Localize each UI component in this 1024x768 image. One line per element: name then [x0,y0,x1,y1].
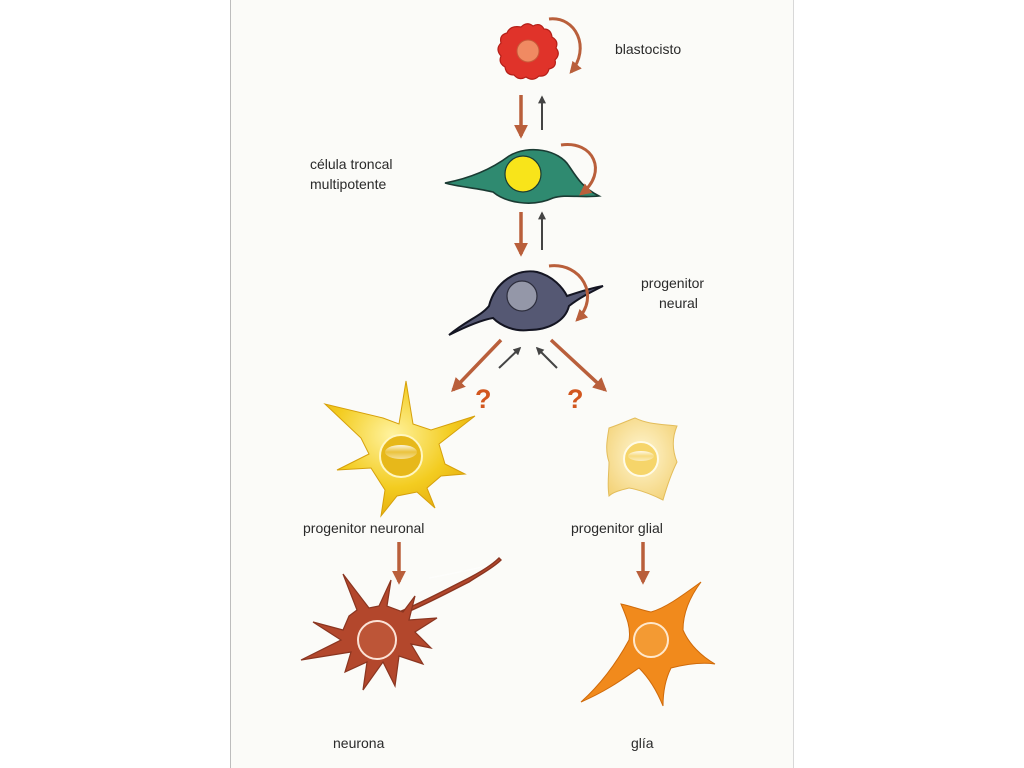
label-multipotent-line2: multipotente [310,176,387,192]
blastocyst-cell [497,23,559,80]
neuron-nucleus [357,620,397,660]
label-glia: glía [631,735,654,751]
question-mark-right: ? [567,384,584,414]
question-mark-left: ? [475,384,492,414]
arrow-to-glial [549,338,608,392]
arrow-feedback-left [498,346,522,369]
diagram-panel: blastocisto célula troncal multipotente … [230,0,794,768]
cell-lineage-diagram [300,17,716,707]
neuron-axon-highlight [428,565,488,579]
label-neural-progenitor-line1: progenitor [641,275,705,291]
arrow-to-neuronal [451,338,503,393]
glia-cell [580,581,716,707]
label-neuronal-progenitor: progenitor neuronal [303,520,425,536]
neural-progenitor-nucleus [506,280,538,312]
label-blastocyst: blastocisto [615,41,682,57]
glia-nucleus [633,622,669,658]
multipotent-self-renew-arrow [560,143,597,196]
neuronal-progenitor-nucleus-gloss [385,445,417,459]
arrow-feedback-right [535,346,558,369]
neural-self-renew-arrow [548,264,589,322]
blastocyst-nucleus [516,39,540,63]
label-glial-progenitor: progenitor glial [571,520,663,536]
neuronal-progenitor-cell [323,380,476,518]
multipotent-stem-cell [444,148,602,204]
neural-progenitor-cell [448,270,604,336]
glial-progenitor-cell [606,417,678,501]
label-multipotent-line1: célula troncal [310,156,393,172]
neuron-cell [300,557,502,691]
glial-progenitor-nucleus-gloss [628,451,654,461]
multipotent-nucleus [504,155,542,193]
blastocyst-self-renew-arrow [548,17,582,74]
label-neural-progenitor-line2: neural [659,295,698,311]
label-neuron: neurona [333,735,385,751]
